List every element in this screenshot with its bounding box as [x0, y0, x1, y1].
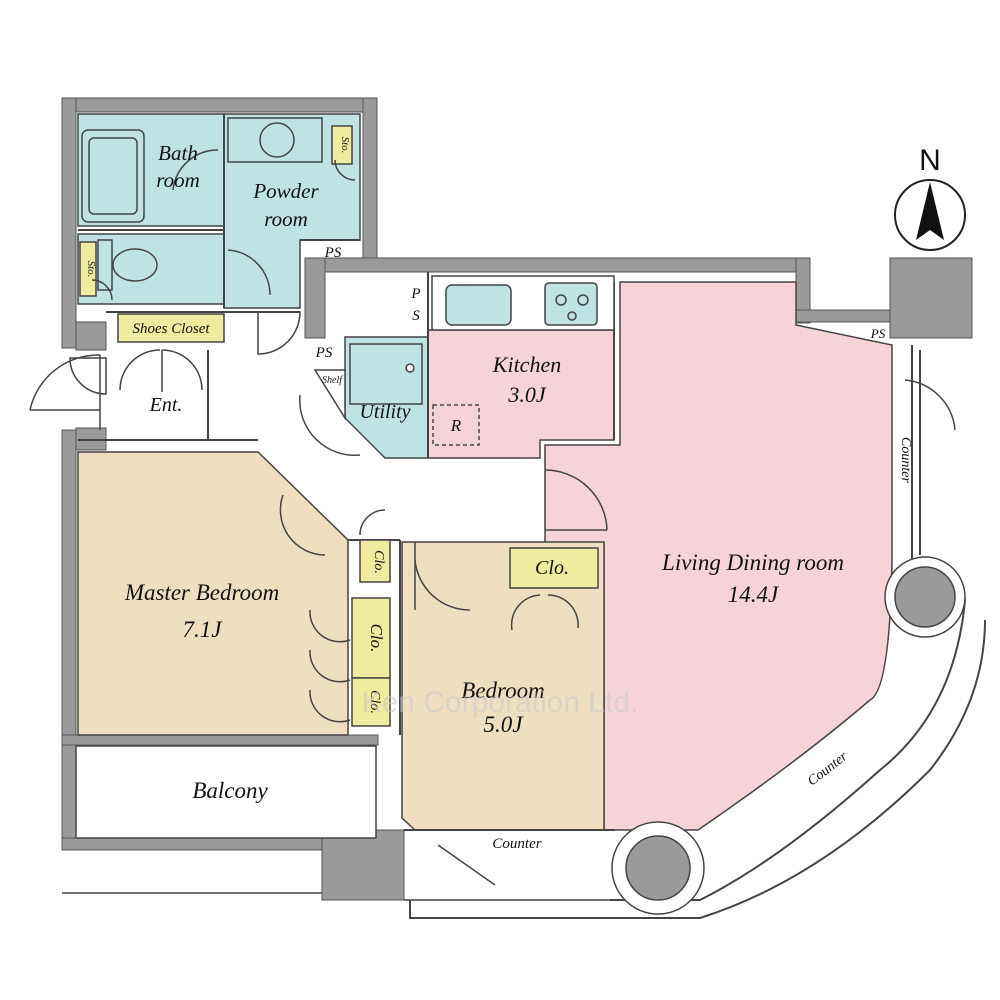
ps-label-1: PS: [324, 245, 342, 261]
washer-pan: [349, 343, 423, 405]
kitchen-sink: [445, 284, 512, 326]
closets: [79, 125, 599, 727]
outer-walls: [61, 97, 973, 901]
utility-label: Utility: [359, 401, 410, 423]
washbasin: [259, 122, 295, 158]
closet-master-1: [351, 597, 391, 679]
bath-label-2: room: [156, 168, 200, 192]
closet-master-2: [351, 677, 391, 727]
closet-bedroom: [509, 547, 599, 589]
counter-label-south: Counter: [492, 836, 541, 852]
compass-label: N: [919, 144, 941, 177]
shoes-closet: [117, 313, 225, 343]
master-bedroom-size: 7.1J: [183, 617, 224, 642]
bedroom-size: 5.0J: [484, 712, 525, 737]
clo-label-master-2: Clo.: [367, 690, 382, 714]
kitchen-size: 3.0J: [507, 382, 547, 407]
bedroom-label: Bedroom: [461, 678, 544, 703]
kitchen-label: Kitchen: [492, 352, 561, 377]
master-bedroom-label: Master Bedroom: [124, 580, 279, 605]
shelf-label: Shelf: [322, 375, 343, 386]
kitchen-fixtures: [431, 275, 615, 446]
counter-label-east: Counter: [898, 437, 913, 483]
clo-label-bedroom: Clo.: [535, 557, 569, 579]
storage-bath: [331, 125, 353, 165]
shoes-closet-label: Shoes Closet: [132, 321, 210, 337]
refrigerator-label: R: [450, 416, 462, 435]
round-columns: [611, 556, 966, 915]
storage-toilet: [79, 241, 97, 297]
room-labels: Bath room Powder room Kitchen 3.0J Utili…: [124, 141, 844, 803]
powder-label-2: room: [264, 207, 308, 231]
door-swings: [29, 149, 956, 886]
sto-label-toilet: Sto.: [85, 261, 97, 278]
column-east: [894, 566, 956, 628]
ps-label-4: PS: [870, 326, 886, 341]
living-size: 14.4J: [728, 582, 780, 607]
sto-label-bath: Sto.: [339, 137, 351, 154]
entrance-label: Ent.: [149, 394, 183, 416]
powder-label-1: Powder: [252, 179, 319, 203]
column-south: [625, 835, 691, 901]
watermark: Ken Corporation Ltd.: [362, 686, 639, 719]
toilet-bowl: [112, 248, 158, 282]
bath-label-1: Bath: [158, 141, 198, 165]
balcony-area: [75, 745, 377, 839]
balcony-label: Balcony: [192, 778, 268, 803]
ps-label-3: PS: [315, 345, 333, 361]
lower-walls: [62, 892, 610, 901]
ps-label-2-s: S: [412, 308, 420, 324]
bath-fixtures: [81, 117, 423, 421]
closet-hall: [359, 539, 391, 583]
north-arrow-icon: N: [894, 144, 966, 251]
master-bedroom-room: [77, 451, 349, 736]
clo-label-hall: Clo.: [371, 550, 386, 574]
living-label: Living Dining room: [661, 550, 844, 575]
clo-label-master-1: Clo.: [367, 624, 386, 653]
counter-label-southeast: Counter: [805, 749, 851, 789]
ps-label-2-p: P: [410, 286, 420, 302]
refrigerator-space: [432, 404, 480, 446]
cooktop: [544, 282, 598, 326]
